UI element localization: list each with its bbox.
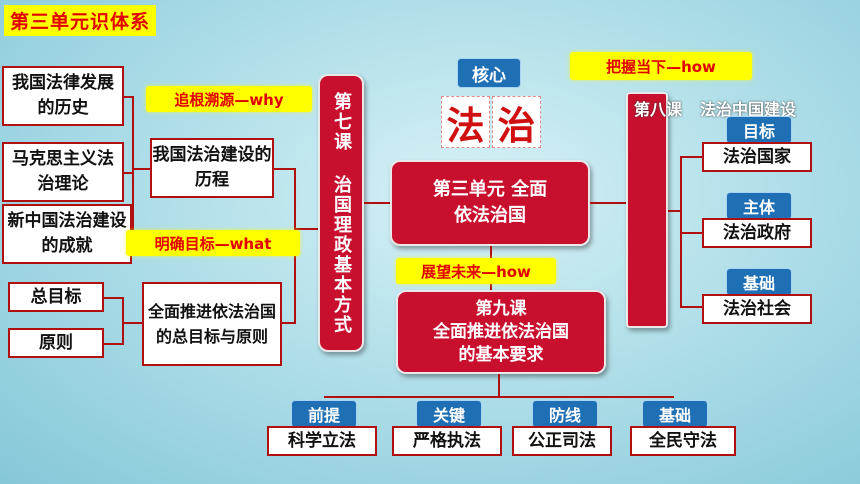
connector: [590, 202, 626, 204]
box-law-history: 我国法律发展的历史: [2, 66, 124, 126]
connector: [122, 297, 124, 345]
connector: [104, 343, 124, 345]
bottom-tag-key: 关键: [416, 400, 482, 428]
connector: [132, 168, 150, 170]
box-new-china-achievements: 新中国法治建设的成就: [2, 204, 132, 264]
lesson7-box: 第七课 治国理政基本方式: [318, 74, 364, 352]
bottom-tag-foundation: 基础: [642, 400, 708, 428]
unit-box: 第三单元 全面依法治国: [390, 160, 590, 246]
box-legal-construction-course: 我国法治建设的历程: [150, 138, 274, 198]
lesson8-title: 第八课: [634, 100, 683, 119]
right-item-rule-of-law-society: 法治社会: [702, 294, 812, 324]
lesson9-line1: 第九课: [475, 298, 527, 319]
connector: [680, 306, 704, 308]
connector: [294, 228, 320, 230]
right-tag-goal: 目标: [726, 116, 792, 144]
tag-how-upper: 把握当下—how: [570, 52, 752, 80]
box-goal-and-principles: 全面推进依法治国的总目标与原则: [142, 282, 282, 366]
right-tag-subject: 主体: [726, 192, 792, 220]
connector: [124, 96, 134, 98]
connector: [364, 202, 390, 204]
lesson8-label: 第八课 法治中国建设: [634, 96, 854, 122]
lesson9-line2: 全面推进依法治国: [433, 321, 569, 342]
connector: [680, 156, 704, 158]
connector: [274, 168, 296, 170]
lesson9-line3: 的基本要求: [458, 344, 544, 365]
connector: [122, 322, 142, 324]
lesson9-box: 第九课 全面推进依法治国 的基本要求: [396, 290, 606, 374]
tag-what: 明确目标—what: [126, 230, 300, 256]
right-item-rule-of-law-government: 法治政府: [702, 218, 812, 248]
right-item-rule-of-law-state: 法治国家: [702, 142, 812, 172]
bottom-item-justice: 公正司法: [512, 426, 612, 456]
bottom-tag-defense: 防线: [532, 400, 598, 428]
connector: [104, 297, 124, 299]
bottom-item-legislation: 科学立法: [267, 426, 377, 456]
bottom-item-enforcement: 严格执法: [392, 426, 502, 456]
box-general-goal: 总目标: [8, 282, 104, 312]
bottom-item-law-abiding: 全民守法: [630, 426, 736, 456]
lesson8-subtitle: 法治中国建设: [700, 100, 797, 119]
connector: [668, 210, 682, 212]
connector: [498, 374, 500, 398]
connector: [680, 232, 704, 234]
right-tag-foundation: 基础: [726, 268, 792, 296]
core-characters: 法 治: [441, 96, 541, 148]
core-tag: 核心: [457, 58, 521, 88]
core-char-1: 法: [441, 96, 490, 148]
connector: [324, 396, 674, 398]
core-char-2: 治: [492, 96, 541, 148]
box-marxist-theory: 马克思主义法治理论: [2, 142, 124, 202]
page-title: 第三单元识体系: [4, 5, 157, 36]
connector: [132, 96, 134, 236]
tag-why: 追根溯源—why: [146, 86, 312, 112]
lesson8-box: [626, 92, 668, 328]
bottom-tag-premise: 前提: [291, 400, 357, 428]
tag-how-lower: 展望未来—how: [396, 258, 556, 284]
connector: [282, 322, 296, 324]
box-principles: 原则: [8, 328, 104, 358]
connector: [124, 172, 134, 174]
